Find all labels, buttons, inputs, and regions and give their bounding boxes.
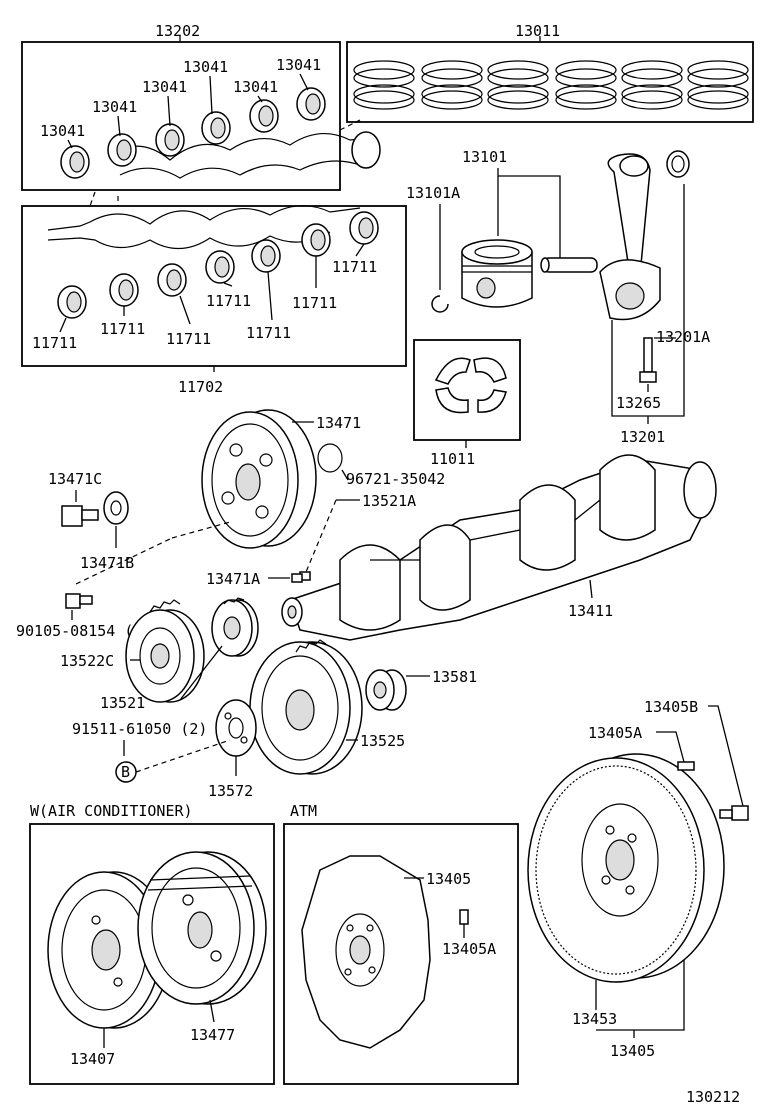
drive-plate-13405 xyxy=(301,855,431,1049)
air-conditioner-variant-box xyxy=(29,823,275,1085)
crankshaft-gear-13522c xyxy=(125,599,205,703)
label-13471c: 13471C xyxy=(48,470,102,488)
label-13521: 13521 xyxy=(100,694,145,712)
label-13407: 13407 xyxy=(70,1050,115,1068)
label-13101a: 13101A xyxy=(406,184,460,202)
label-b: B xyxy=(121,763,130,781)
crankshaft-fragment-upper xyxy=(109,132,373,161)
label-13041-e: 13041 xyxy=(233,78,278,96)
label-13411: 13411 xyxy=(568,602,613,620)
label-11711-g: 11711 xyxy=(332,258,377,276)
pulley-13477 xyxy=(137,851,267,1005)
label-13101: 13101 xyxy=(462,148,507,166)
label-13477: 13477 xyxy=(190,1026,235,1044)
label-13405-atm: 13405 xyxy=(426,870,471,888)
gear-13521 xyxy=(211,597,259,657)
label-13525: 13525 xyxy=(360,732,405,750)
label-13041-c: 13041 xyxy=(142,78,187,96)
label-11711-b: 11711 xyxy=(100,320,145,338)
label-13201: 13201 xyxy=(620,428,665,446)
label-13405b: 13405B xyxy=(644,698,698,716)
label-91511-61050: 91511-61050 (2) xyxy=(72,720,207,738)
label-13522c: 13522C xyxy=(60,652,114,670)
crankshaft-13411 xyxy=(281,454,717,641)
label-11711-a: 11711 xyxy=(32,334,77,352)
key-13471a xyxy=(291,573,303,583)
label-11702: 11702 xyxy=(178,378,223,396)
label-90105-08154: 90105-08154 (6) xyxy=(16,622,151,640)
spacer-13581 xyxy=(365,669,407,711)
pin-13405a-atm xyxy=(459,909,469,925)
plate-13572 xyxy=(215,699,257,757)
thrust-washer-lower xyxy=(435,387,469,414)
label-13202: 13202 xyxy=(155,22,200,40)
label-13521a: 13521A xyxy=(362,492,416,510)
crankshaft-pulley-13471 xyxy=(201,409,317,549)
label-13471a: 13471A xyxy=(206,570,260,588)
bearing-set-13202-box xyxy=(21,41,341,191)
timing-pulley-13525 xyxy=(249,639,363,775)
bolt-90105 xyxy=(65,593,93,609)
label-13265: 13265 xyxy=(616,394,661,412)
label-11711-f: 11711 xyxy=(292,294,337,312)
pulley-bolt-13471c xyxy=(61,505,99,527)
label-13041-d: 13041 xyxy=(183,58,228,76)
plate-washer-13471b xyxy=(103,491,129,525)
label-13201a: 13201A xyxy=(656,328,710,346)
label-11711-e: 11711 xyxy=(246,324,291,342)
label-13041-a: 13041 xyxy=(40,122,85,140)
label-13572: 13572 xyxy=(208,782,253,800)
bolt-13405b xyxy=(719,805,749,821)
label-13581: 13581 xyxy=(432,668,477,686)
flywheel-13405 xyxy=(527,753,725,983)
label-11011: 11011 xyxy=(430,450,475,468)
label-13471: 13471 xyxy=(316,414,361,432)
label-atm: ATM xyxy=(290,802,317,820)
label-11711-c: 11711 xyxy=(166,330,211,348)
piston-13101 xyxy=(461,239,533,308)
pin-13405a xyxy=(677,761,695,771)
o-ring-96721 xyxy=(317,443,343,473)
label-w-air-conditioner: W(AIR CONDITIONER) xyxy=(30,802,193,820)
rod-bolt xyxy=(639,337,657,383)
crankshaft-end-upper xyxy=(351,131,381,169)
diagram-reference-number: 130212 xyxy=(686,1088,740,1106)
label-13405-flywheel: 13405 xyxy=(610,1042,655,1060)
piston-ring-set-13011-box xyxy=(346,41,754,123)
bearing-set-11702-box xyxy=(21,205,407,367)
snap-ring-13101a xyxy=(431,295,449,313)
label-11711-d: 11711 xyxy=(206,292,251,310)
crankshaft-fragment-lower xyxy=(47,205,361,231)
label-13011: 13011 xyxy=(515,22,560,40)
thrust-washer-upper xyxy=(434,357,471,385)
thrust-washer-set-11011-box xyxy=(413,339,521,441)
label-13041-f: 13041 xyxy=(276,56,321,74)
label-13405a-atm: 13405A xyxy=(442,940,496,958)
label-13405a-top: 13405A xyxy=(588,724,642,742)
atm-variant-box xyxy=(283,823,519,1085)
piston-pin xyxy=(540,257,598,273)
bearing-shells-13041 xyxy=(60,87,326,179)
label-13453: 13453 xyxy=(572,1010,617,1028)
bearing-shells-11711 xyxy=(57,211,379,319)
connecting-rod xyxy=(599,153,661,321)
label-13471b: 13471B xyxy=(80,554,134,572)
piston-rings xyxy=(353,60,749,110)
label-13041-b: 13041 xyxy=(92,98,137,116)
rod-bushing xyxy=(666,150,690,178)
label-96721-35042: 96721-35042 xyxy=(346,470,445,488)
